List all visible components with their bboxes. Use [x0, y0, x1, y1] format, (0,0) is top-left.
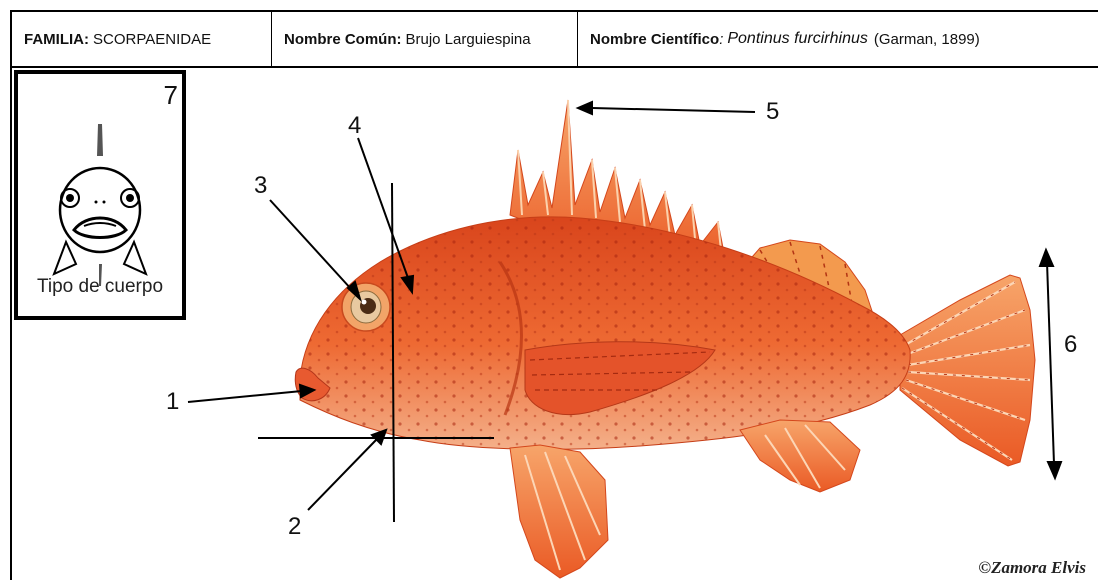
- label-4: 4: [348, 112, 361, 140]
- body-type-box: 7 Tipo de cuerpo: [14, 70, 186, 320]
- label-5: 5: [766, 98, 779, 126]
- body-type-label: Tipo de cuerpo: [18, 276, 182, 298]
- anal-fin: [740, 420, 860, 492]
- pelvic-fin: [510, 445, 608, 578]
- copyright-credit: ©Zamora Elvis: [978, 558, 1086, 578]
- caudal-fin: [900, 275, 1035, 466]
- label-1: 1: [166, 388, 179, 416]
- label-7: 7: [164, 80, 178, 111]
- label-3: 3: [254, 172, 267, 200]
- label-6: 6: [1064, 331, 1077, 359]
- label-2: 2: [288, 513, 301, 541]
